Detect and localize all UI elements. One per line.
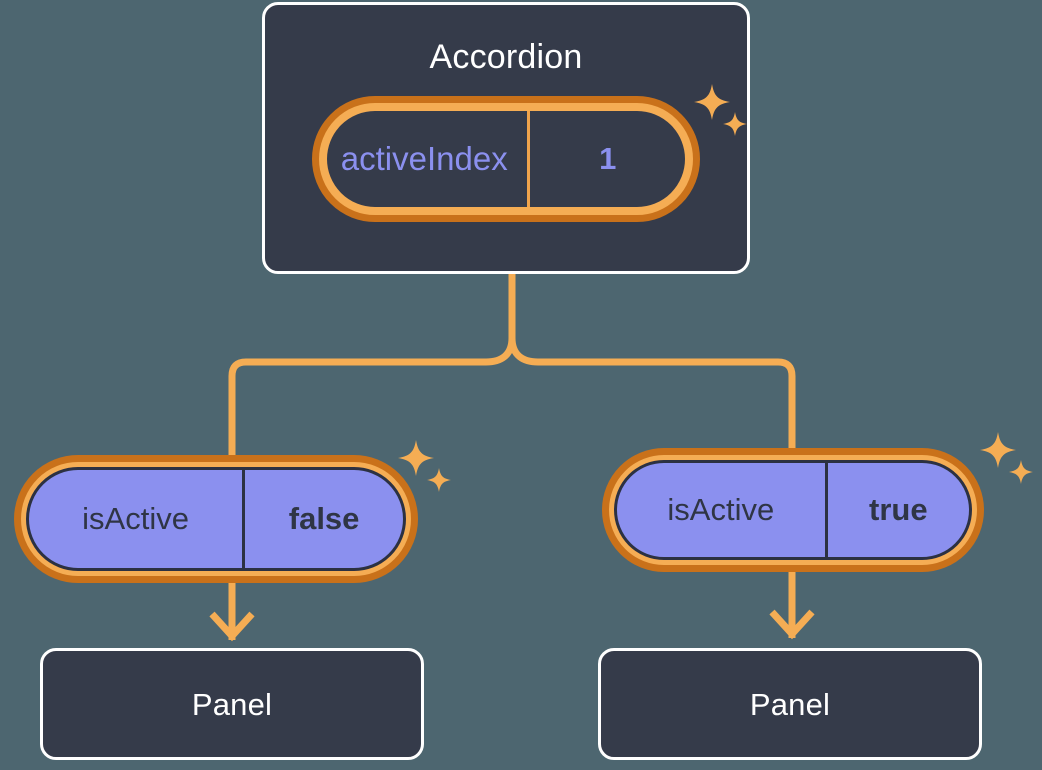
connector-branch-right — [508, 337, 796, 448]
panel-node-right[interactable]: Panel — [598, 648, 982, 760]
prop-pill-key: isActive — [82, 501, 189, 536]
sparkle-icon-small — [1009, 460, 1033, 484]
prop-pill-value: true — [869, 492, 928, 527]
state-pill-value: 1 — [599, 141, 617, 176]
prop-pill-value: false — [288, 501, 360, 536]
pill-divider — [527, 111, 531, 207]
prop-pill-is-active-left[interactable]: isActive false — [14, 455, 418, 583]
sparkle-icon-group-right — [980, 432, 1033, 484]
panel-node-left[interactable]: Panel — [40, 648, 424, 760]
prop-pill-body: isActive true — [614, 460, 972, 560]
panel-node-left-title: Panel — [191, 687, 273, 722]
sparkle-icon-small — [427, 468, 451, 492]
panel-node-right-title: Panel — [749, 687, 831, 722]
state-pill-active-index[interactable]: activeIndex 1 — [312, 96, 700, 222]
state-pill-body: activeIndex 1 — [324, 108, 688, 210]
connector-branch-left — [228, 337, 516, 455]
sparkle-icon-large — [980, 432, 1016, 468]
sparkle-icon-large — [398, 440, 434, 476]
prop-pill-body: isActive false — [26, 467, 406, 571]
pill-divider — [824, 463, 828, 557]
arrow-down-icon-right — [769, 572, 815, 640]
state-pill-key: activeIndex — [340, 140, 508, 177]
prop-pill-key: isActive — [667, 492, 775, 527]
arrow-down-icon-left — [209, 583, 255, 642]
accordion-node-title: Accordion — [429, 38, 583, 76]
prop-pill-is-active-right[interactable]: isActive true — [602, 448, 984, 572]
pill-divider — [242, 470, 246, 568]
